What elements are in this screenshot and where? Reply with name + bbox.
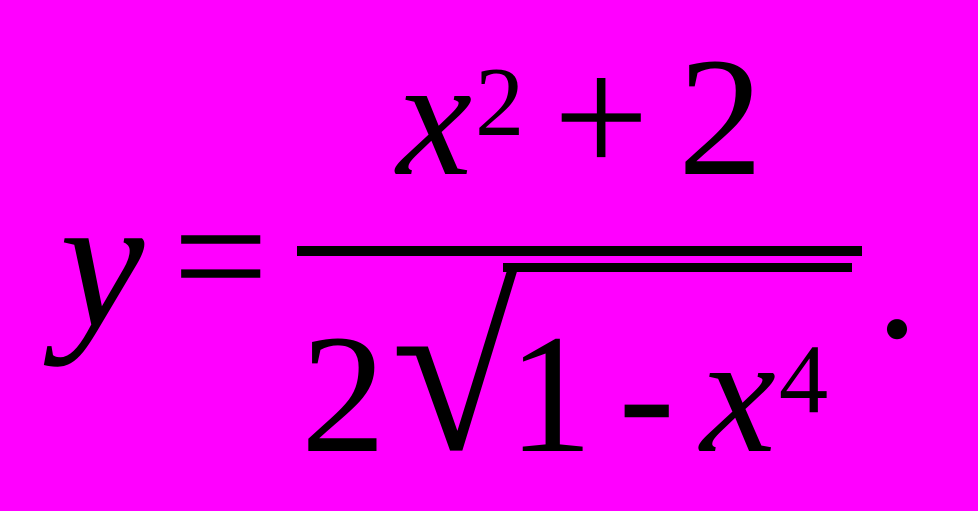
radicand-base: x (700, 299, 776, 488)
period: . (875, 185, 919, 374)
numerator: x 2 + 2 (346, 32, 814, 236)
numerator-exponent: 2 (475, 48, 525, 158)
minus-operator: - (618, 299, 675, 488)
equals-sign: = (172, 161, 269, 350)
numerator-constant: 2 (677, 23, 763, 212)
radical-sign-icon: √ (390, 240, 520, 501)
lhs-variable: y (59, 156, 145, 368)
denominator-coefficient: 2 (300, 299, 386, 488)
radicand-exponent: 4 (778, 325, 829, 434)
numerator-base: x (396, 23, 473, 212)
denominator: 2 √ 1 - x 4 (297, 240, 862, 501)
fraction-bar (297, 246, 863, 257)
square-root: √ 1 - x 4 (390, 240, 852, 501)
fraction: x 2 + 2 2 √ 1 - x 4 (297, 32, 863, 501)
radicand-first-term: 1 (507, 299, 593, 488)
plus-operator: + (553, 23, 650, 212)
radicand: 1 - x 4 (502, 263, 852, 488)
equation: y = x 2 + 2 2 √ 1 - x 4 (59, 32, 919, 501)
